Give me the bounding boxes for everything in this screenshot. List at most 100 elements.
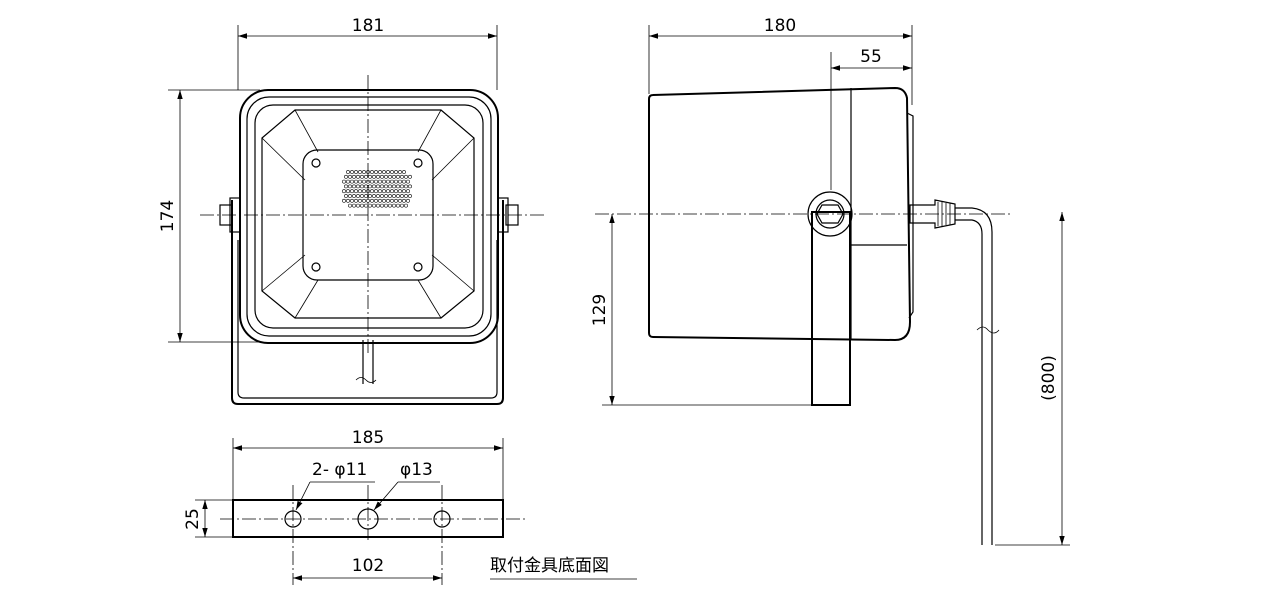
grille-dot (392, 194, 396, 198)
grille-dot (346, 189, 350, 194)
grille-dot (408, 174, 412, 179)
grille-dot (350, 179, 354, 184)
side-cable-gland (909, 199, 956, 229)
grille-dot (346, 179, 350, 184)
grille-dot (348, 184, 352, 189)
grille-dot (354, 189, 358, 194)
grille-dot (362, 179, 366, 184)
grille-dot (398, 198, 402, 203)
grille-dot (356, 184, 360, 189)
grille-dot (382, 198, 386, 203)
grille-dot (392, 184, 396, 189)
grille-dot (354, 170, 358, 174)
dim-side-mount-height: 129 (590, 294, 610, 326)
grille-dot (376, 203, 380, 208)
grille-dot (372, 194, 376, 198)
grille-dot (388, 184, 392, 189)
dim-bracket-width: 185 (352, 428, 384, 448)
grille-dot (374, 189, 378, 194)
grille-dot (378, 179, 382, 184)
grille-dot (372, 174, 376, 179)
grille-dot (356, 194, 360, 198)
dim-front-height: 174 (158, 200, 178, 232)
grille-dot (398, 179, 402, 184)
grille-dot (370, 179, 374, 184)
grille-dot (368, 184, 372, 189)
front-bracket (231, 200, 504, 405)
grille-dot (372, 184, 376, 189)
grille-dot (402, 170, 406, 174)
caption-bracket-bottom-view: 取付金具底面図 (490, 556, 609, 576)
grille-dot (404, 174, 408, 179)
dim-bracket-height: 25 (183, 508, 203, 530)
grille-dot (352, 184, 356, 189)
label-hole-large: φ13 (400, 460, 433, 480)
dim-hole-pitch: 102 (352, 556, 384, 576)
grille-dot (394, 170, 398, 174)
grille-dot (354, 198, 358, 203)
front-view: 181 174 (158, 16, 545, 405)
grille-dot (346, 198, 350, 203)
grille-dot (364, 184, 368, 189)
grille-dot (400, 203, 404, 208)
grille-dot (352, 174, 356, 179)
grille-dot (400, 194, 404, 198)
grille-dot (350, 170, 354, 174)
grille-dot (388, 174, 392, 179)
grille-dot (382, 170, 386, 174)
grille-dot (396, 203, 400, 208)
grille-dot (400, 184, 404, 189)
dim-side-depth: 180 (764, 16, 796, 36)
grille-dot (372, 203, 376, 208)
grille-dot (362, 198, 366, 203)
grille-dot (370, 189, 374, 194)
grille-dot (382, 179, 386, 184)
grille-dot (380, 174, 384, 179)
grille-dot (360, 194, 364, 198)
grille-dot (376, 194, 380, 198)
grille-dot (342, 179, 346, 184)
grille-dot (382, 189, 386, 194)
grille-dot (378, 189, 382, 194)
grille-dot (342, 189, 346, 194)
dim-front-width: 181 (352, 16, 384, 36)
grille-dot (368, 194, 372, 198)
grille-dot (366, 198, 370, 203)
grille-dot (364, 174, 368, 179)
grille-dot (394, 189, 398, 194)
grille-dot (390, 189, 394, 194)
grille-dot (370, 198, 374, 203)
grille-dot (370, 170, 374, 174)
bracket-bottom-view: 185 25 2- φ11 φ13 102 取付金具底面図 (183, 428, 637, 585)
grille-dot (396, 194, 400, 198)
grille-dot (408, 184, 412, 189)
grille-dot (356, 203, 360, 208)
grille-dot (348, 174, 352, 179)
grille-dot (398, 170, 402, 174)
grille-dot (384, 203, 388, 208)
grille-dot (364, 194, 368, 198)
side-bolt (807, 191, 853, 237)
grille-dot (354, 179, 358, 184)
dim-cable-length: (800) (1039, 355, 1059, 401)
side-cable (955, 207, 993, 545)
side-mount-post (811, 211, 851, 406)
grille-dot (386, 179, 390, 184)
grille-dot (386, 170, 390, 174)
grille-dot (374, 170, 378, 174)
grille-dot (398, 189, 402, 194)
grille-dot (390, 170, 394, 174)
grille-dot (384, 174, 388, 179)
grille-dot (362, 170, 366, 174)
grille-dot (386, 189, 390, 194)
grille-dot (404, 194, 408, 198)
grille-dot (406, 198, 410, 203)
grille-dot (388, 203, 392, 208)
grille-dot (380, 203, 384, 208)
grille-dot (380, 194, 384, 198)
side-body (648, 86, 912, 342)
grille-dot (388, 194, 392, 198)
grille-dot (400, 174, 404, 179)
grille-dot (392, 174, 396, 179)
